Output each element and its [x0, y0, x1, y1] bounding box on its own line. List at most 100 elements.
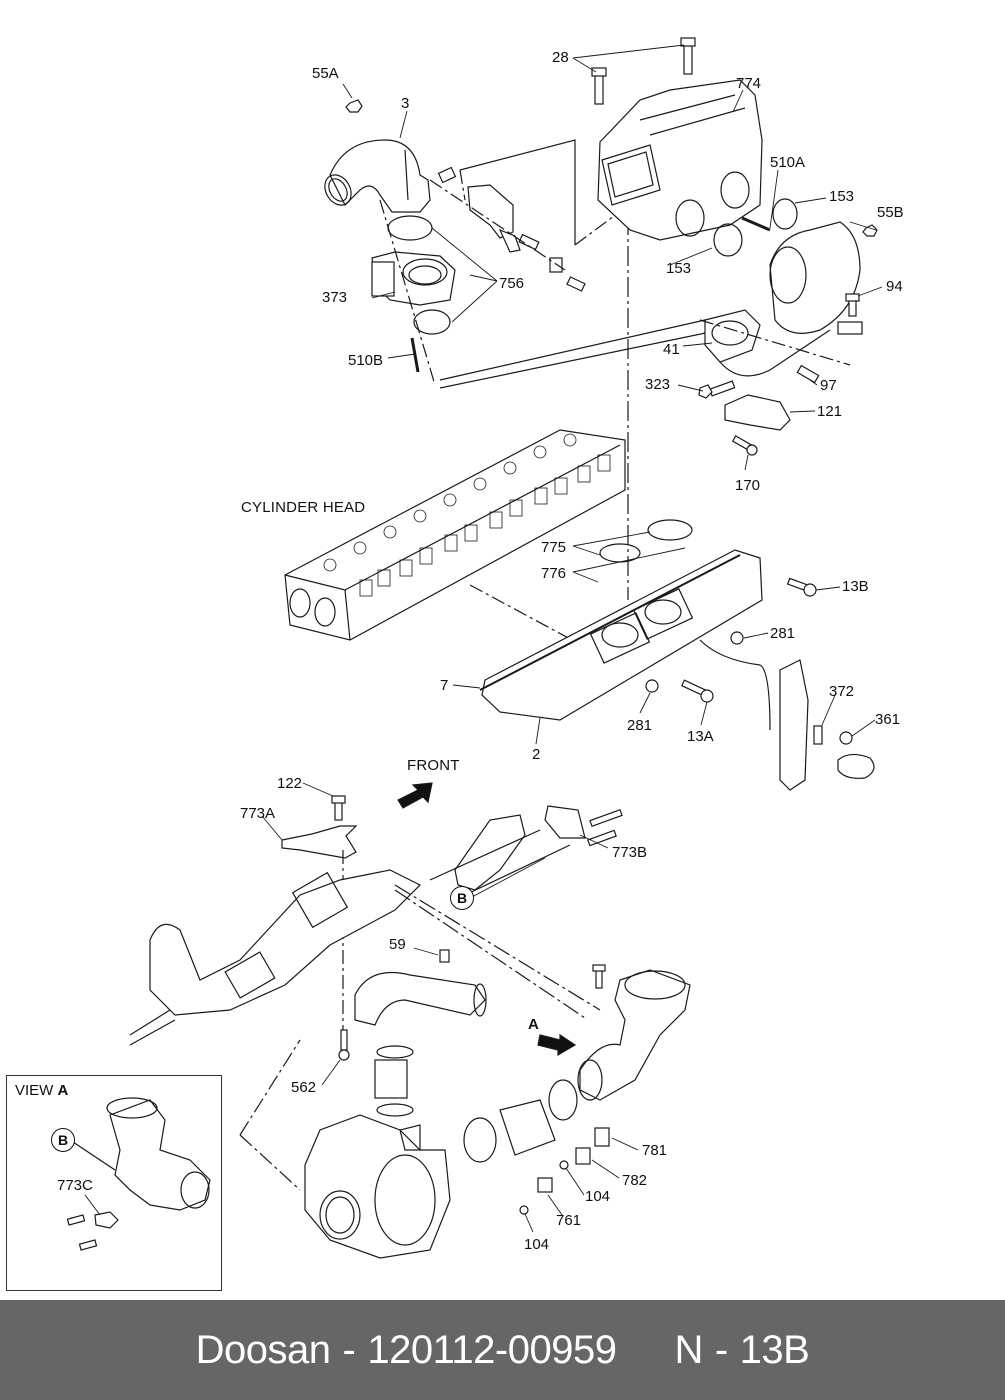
stud-510a — [741, 216, 771, 232]
label-782: 782 — [622, 1172, 648, 1189]
o-ring-756-lower — [413, 309, 451, 335]
section-code: 13B — [739, 1328, 810, 1372]
label-773c: 773C — [57, 1177, 93, 1194]
hose-clamps-right — [463, 1079, 578, 1163]
bracket-372-361 — [779, 659, 875, 791]
label-121: 121 — [817, 403, 843, 420]
bolts-28 — [591, 37, 696, 105]
label-3: 3 — [401, 95, 410, 112]
view-a-arrow-icon — [537, 1033, 577, 1057]
intake-pipe — [354, 971, 487, 1026]
label-153-left: 153 — [666, 260, 692, 277]
bracket-773a — [281, 825, 358, 859]
view-a-prefix: VIEW — [15, 1082, 58, 1099]
o-ring-153-left — [713, 223, 743, 257]
label-281-lower: 281 — [627, 717, 653, 734]
turbocharger — [304, 1114, 451, 1259]
bolt-elbow — [592, 964, 606, 989]
label-41: 41 — [663, 341, 680, 358]
view-a-inset: VIEW A B 773C — [6, 1075, 222, 1291]
label-leader-lines — [261, 44, 883, 1233]
nut-59 — [439, 949, 450, 963]
phantom-line-a — [394, 884, 601, 1019]
view-a-title: VIEW A — [15, 1082, 68, 1099]
cylinder-head-label: CYLINDER HEAD — [241, 499, 366, 516]
diagram-drawing — [66, 37, 883, 1259]
view-a-letter: A — [57, 1082, 69, 1099]
pipe-773b-side — [454, 805, 586, 891]
label-761: 761 — [556, 1212, 582, 1229]
label-562: 562 — [291, 1079, 317, 1096]
hose-clamps-left — [374, 1045, 414, 1117]
temp-sensor-wire — [699, 639, 771, 731]
bolts-773b — [587, 808, 623, 847]
label-170: 170 — [735, 477, 761, 494]
section-separator: - — [714, 1328, 728, 1372]
nut-55b — [862, 224, 878, 237]
cylinder-head — [284, 429, 626, 641]
label-773b: 773B — [612, 844, 648, 861]
label-510a: 510A — [770, 154, 806, 171]
parts-diagram: 55A 3 28 774 510A 153 55B 153 373 756 94… — [6, 37, 904, 1291]
pipe-connector-lines — [439, 319, 721, 389]
label-281-upper: 281 — [770, 625, 796, 642]
label-153-right: 153 — [829, 188, 855, 205]
label-2: 2 — [532, 746, 541, 763]
label-122: 122 — [277, 775, 303, 792]
label-773a: 773A — [240, 805, 276, 822]
label-13b: 13B — [842, 578, 869, 595]
label-59: 59 — [389, 936, 406, 953]
label-55a: 55A — [312, 65, 339, 82]
bolt-562 — [338, 1029, 350, 1061]
front-label: FRONT — [407, 757, 460, 774]
label-776: 776 — [541, 565, 567, 582]
nut-55a — [345, 99, 363, 113]
label-775: 775 — [541, 539, 567, 556]
bolt-13a — [681, 679, 714, 703]
stud-510b — [410, 337, 420, 373]
label-55b: 55B — [877, 204, 904, 221]
label-7: 7 — [440, 677, 449, 694]
o-ring-153-right — [772, 198, 798, 230]
brand-separator: - — [342, 1328, 356, 1372]
elbow-outlet-turbo — [577, 969, 691, 1101]
outlet-elbow — [769, 221, 861, 334]
phantom-lines-top-left — [379, 169, 623, 386]
reference-b-callout: B — [450, 886, 474, 910]
sensor-94 — [837, 293, 863, 335]
label-373: 373 — [322, 289, 348, 306]
label-94: 94 — [886, 278, 903, 295]
bolt-170 — [731, 435, 758, 456]
bolt-122 — [331, 795, 346, 821]
turbo-phantom-lines — [239, 1039, 301, 1191]
bracket-upper — [437, 166, 586, 292]
nut-281-upper — [730, 631, 744, 645]
label-510b: 510B — [348, 352, 384, 369]
label-372: 372 — [829, 683, 855, 700]
o-ring-756-upper — [387, 215, 433, 241]
small-parts-781-782-761 — [519, 1127, 610, 1215]
label-13a: 13A — [687, 728, 714, 745]
gasket-775-upper — [647, 519, 693, 541]
view-a-drawing — [66, 1097, 211, 1251]
elbow-pipe-3 — [324, 139, 431, 213]
bracket-leader — [459, 139, 576, 245]
bolt-13b — [786, 577, 817, 597]
label-104-upper: 104 — [585, 1188, 611, 1205]
view-a-arrow-label: A — [528, 1016, 540, 1033]
brand-name: Doosan — [195, 1328, 331, 1372]
label-781: 781 — [642, 1142, 668, 1159]
label-28: 28 — [552, 49, 569, 66]
sensor-97 — [796, 364, 820, 384]
bolt-323 — [698, 380, 736, 399]
throttle-body-373 — [371, 251, 456, 306]
front-arrow-icon — [397, 782, 433, 809]
flange-41 — [704, 309, 761, 363]
view-a-reference-b: B — [51, 1128, 75, 1152]
bracket-121 — [724, 394, 791, 431]
label-104-lower: 104 — [524, 1236, 550, 1253]
phantom-line-right — [699, 319, 851, 366]
label-774: 774 — [736, 75, 762, 92]
leader-773b — [429, 829, 571, 896]
